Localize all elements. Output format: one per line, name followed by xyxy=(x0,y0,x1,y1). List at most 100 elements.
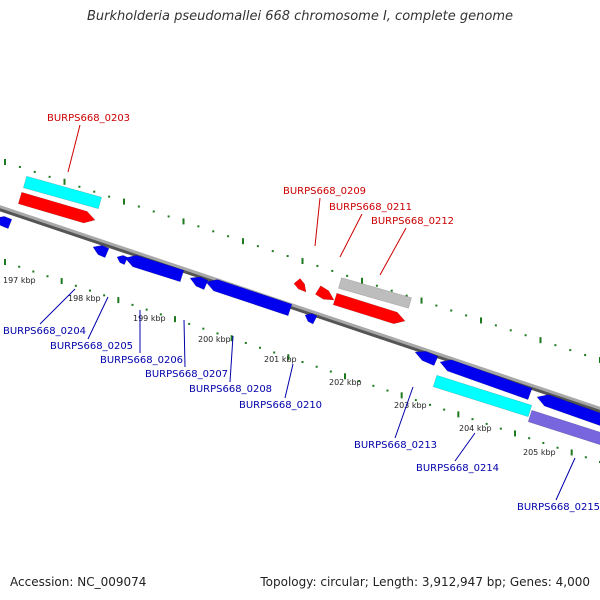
tick-minor xyxy=(46,275,49,278)
gene-arrow-0204 xyxy=(0,216,13,229)
tick-major xyxy=(344,373,346,380)
tick-major xyxy=(480,317,482,324)
gene-arrow-0212 xyxy=(332,292,406,324)
tick-major xyxy=(4,259,6,265)
gene-box-0214-cyan xyxy=(432,374,533,418)
tick-minor xyxy=(137,205,140,208)
tick-major xyxy=(123,198,125,205)
tick-major xyxy=(230,335,233,342)
tick-minor xyxy=(48,175,51,178)
tick-minor xyxy=(346,274,349,277)
tick-minor xyxy=(159,313,162,316)
tick-major xyxy=(63,178,66,185)
leader-line-bottom xyxy=(183,319,186,368)
tick-row-inner xyxy=(4,259,600,463)
kbp-label: 201 kbp xyxy=(264,355,297,364)
leader-line-top xyxy=(339,213,363,258)
leader-line-top xyxy=(379,227,407,276)
gene-arrow-0213 xyxy=(414,351,439,366)
tick-major xyxy=(570,449,573,456)
tick-major xyxy=(514,430,516,437)
tick-minor xyxy=(89,289,91,292)
tick-minor xyxy=(485,422,488,425)
kbp-label: 205 kbp xyxy=(523,448,556,457)
tick-minor xyxy=(315,365,318,368)
gene-label-bottom: BURPS668_0206 xyxy=(100,355,183,366)
backbone-shadow xyxy=(0,206,600,413)
gene-arrow-0203 xyxy=(18,191,96,224)
tick-minor xyxy=(450,309,453,312)
tick-minor xyxy=(271,250,274,253)
tick-minor xyxy=(202,327,205,330)
tick-minor xyxy=(556,446,559,449)
tick-minor xyxy=(386,389,389,392)
gene-arrow-0215 xyxy=(536,394,600,426)
kbp-label: 202 kbp xyxy=(329,378,362,387)
accession-text: Accession: NC_009074 xyxy=(10,575,147,589)
tick-major xyxy=(420,297,423,304)
tick-minor xyxy=(74,284,77,287)
tick-minor xyxy=(212,230,215,233)
tick-minor xyxy=(329,370,332,373)
leader-line-top xyxy=(67,124,81,173)
tick-minor xyxy=(375,284,378,287)
tick-major xyxy=(60,278,63,285)
tick-minor xyxy=(390,289,393,292)
tick-major xyxy=(182,218,185,225)
kbp-label: 200 kbp xyxy=(198,335,231,344)
tick-major xyxy=(301,258,304,264)
tick-minor xyxy=(569,349,572,352)
tick-major xyxy=(287,354,290,361)
gene-arrow-0209 xyxy=(293,278,307,293)
tick-minor xyxy=(405,294,408,297)
tick-minor xyxy=(372,384,375,387)
gene-label-bottom: BURPS668_0213 xyxy=(354,440,437,451)
tick-minor xyxy=(188,322,191,325)
tick-minor xyxy=(429,403,431,406)
gene-arrow-0207 xyxy=(189,276,209,290)
tick-minor xyxy=(499,427,502,430)
leader-line-bottom xyxy=(284,363,294,399)
gene-label-bottom: BURPS668_0215 xyxy=(517,502,600,513)
tick-minor xyxy=(435,304,438,307)
kbp-label: 204 kbp xyxy=(459,424,492,433)
gene-label-top: BURPS668_0209 xyxy=(283,186,366,197)
gene-arrow-0206a xyxy=(116,255,128,265)
gene-label-bottom: BURPS668_0204 xyxy=(3,326,86,337)
gene-label-top: BURPS668_0212 xyxy=(371,216,454,227)
leader-line-bottom xyxy=(394,386,414,439)
leader-line-bottom xyxy=(229,335,234,383)
gene-arrow-0210 xyxy=(304,313,318,325)
tick-minor xyxy=(524,334,527,337)
gene-arrow-0214 xyxy=(439,359,533,400)
tick-minor xyxy=(18,165,21,168)
tick-minor xyxy=(528,437,531,440)
tick-minor xyxy=(316,264,319,267)
tick-major xyxy=(539,337,542,344)
tick-minor xyxy=(273,351,276,354)
kbp-label: 203 kbp xyxy=(394,401,427,410)
tick-minor xyxy=(554,344,557,347)
gene-label-bottom: BURPS668_0214 xyxy=(416,463,499,474)
gene-box-0203-cyan xyxy=(23,175,102,210)
tick-major xyxy=(4,159,6,165)
tick-major xyxy=(457,411,460,418)
tick-minor xyxy=(32,270,35,273)
tick-minor xyxy=(244,341,247,344)
tick-minor xyxy=(227,235,230,238)
tick-minor xyxy=(286,255,289,258)
tick-minor xyxy=(131,303,134,306)
tick-minor xyxy=(259,346,261,349)
tick-minor xyxy=(78,185,81,188)
gene-label-bottom: BURPS668_0205 xyxy=(50,341,133,352)
tick-minor xyxy=(256,245,259,248)
leader-line-bottom xyxy=(87,296,109,340)
gene-arrow-0206 xyxy=(124,255,185,283)
gene-label-top: BURPS668_0203 xyxy=(47,113,130,124)
tick-minor xyxy=(108,195,111,198)
gene-label-top: BURPS668_0211 xyxy=(329,202,412,213)
tick-minor xyxy=(358,380,361,383)
tick-minor xyxy=(18,265,21,268)
tick-major xyxy=(361,277,363,284)
